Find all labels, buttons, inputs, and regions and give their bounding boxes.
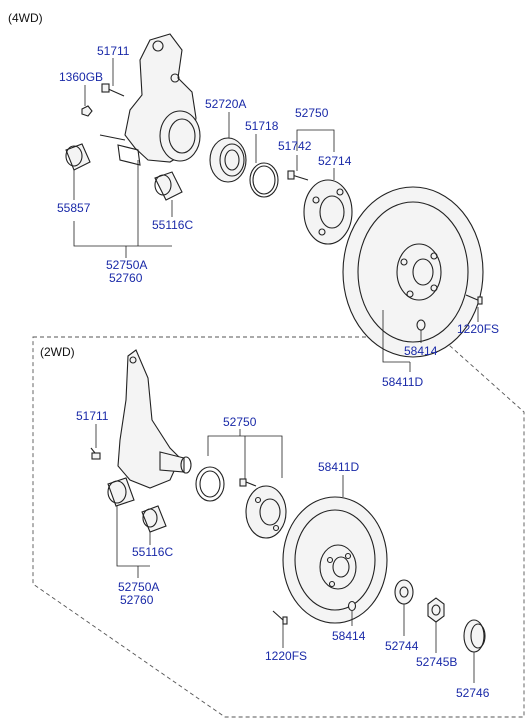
part-label-55116c-2wd: 55116C bbox=[132, 545, 173, 559]
2wd-brake-disc-58411d bbox=[282, 496, 388, 624]
part-label-52745b: 52745B bbox=[416, 655, 457, 669]
part-label-1220fs-2wd: 1220FS bbox=[265, 649, 307, 663]
part-label-55116c-4wd: 55116C bbox=[152, 218, 193, 232]
2wd-screw-1220fs bbox=[272, 610, 288, 625]
4wd-leader-lines bbox=[73, 58, 479, 372]
2wd-knuckle bbox=[117, 349, 192, 489]
part-label-52750-4wd: 52750 bbox=[295, 106, 329, 120]
part-label-52720a: 52720A bbox=[205, 97, 246, 111]
part-label-51742: 51742 bbox=[278, 139, 312, 153]
part-label-52746: 52746 bbox=[456, 686, 490, 700]
4wd-bolt-51711 bbox=[101, 83, 125, 97]
4wd-nut-1360gb bbox=[81, 105, 93, 117]
part-label-51711-4wd: 51711 bbox=[97, 44, 130, 58]
2wd-seal-ring bbox=[195, 466, 225, 502]
2wd-screw-58414 bbox=[347, 600, 357, 612]
part-label-52760-2wd: 52760 bbox=[120, 593, 154, 607]
4wd-brake-disc-58411d bbox=[342, 186, 484, 358]
part-label-51711-2wd: 51711 bbox=[76, 409, 109, 423]
part-label-52714: 52714 bbox=[318, 154, 352, 168]
part-label-52750a-4wd: 52750A bbox=[106, 258, 147, 272]
2wd-bolt-51711 bbox=[90, 447, 101, 460]
4wd-bushing-55857 bbox=[65, 143, 91, 171]
2wd-bushing bbox=[107, 477, 135, 507]
4wd-bushing-55116c bbox=[154, 171, 183, 201]
4wd-screw-58414 bbox=[416, 319, 426, 331]
4wd-knuckle bbox=[99, 33, 201, 166]
part-label-52744: 52744 bbox=[385, 639, 419, 653]
part-label-1220fs-4wd: 1220FS bbox=[457, 322, 499, 336]
part-label-1360gb: 1360GB bbox=[59, 70, 103, 84]
4wd-hub-bolt-51742 bbox=[287, 170, 309, 181]
part-label-58414-4wd: 58414 bbox=[404, 344, 438, 358]
part-label-52760-4wd: 52760 bbox=[109, 271, 143, 285]
2wd-hub-52750 bbox=[245, 485, 287, 539]
part-label-52750-2wd: 52750 bbox=[223, 415, 257, 429]
part-label-52750a-2wd: 52750A bbox=[118, 580, 159, 594]
2wd-nut-52745b bbox=[427, 597, 445, 623]
4wd-hub-52714 bbox=[303, 179, 353, 245]
4wd-screw-1220fs bbox=[465, 294, 483, 305]
section-label-4wd: (4WD) bbox=[8, 11, 43, 25]
2wd-washer-52744 bbox=[394, 579, 414, 605]
2wd-cap-52746 bbox=[463, 619, 486, 653]
part-label-51718: 51718 bbox=[245, 119, 279, 133]
2wd-leader-lines bbox=[95, 424, 475, 683]
4wd-bearing-52720a bbox=[209, 137, 247, 183]
section-label-2wd: (2WD) bbox=[40, 345, 75, 359]
part-label-58411d-4wd: 58411D bbox=[382, 375, 423, 389]
2wd-hub-bolt bbox=[239, 478, 257, 487]
4wd-snap-ring-51718 bbox=[249, 162, 279, 198]
part-label-55857: 55857 bbox=[57, 201, 91, 215]
2wd-bushing-55116c bbox=[141, 505, 167, 533]
part-label-58414-2wd: 58414 bbox=[332, 629, 366, 643]
part-label-58411d-2wd: 58411D bbox=[318, 460, 359, 474]
